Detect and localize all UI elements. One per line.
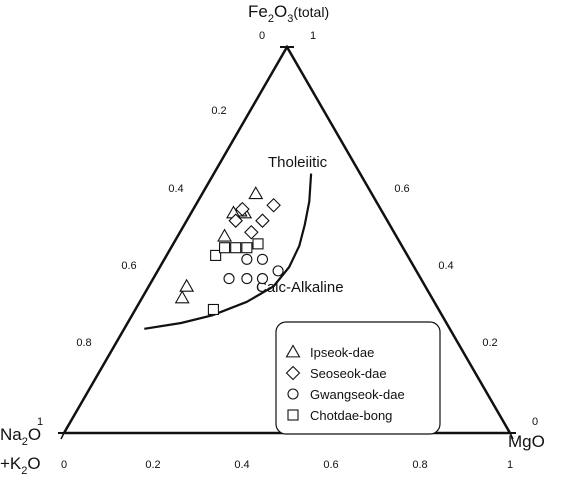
left-edge-tick-label: 0.8 xyxy=(76,337,91,349)
apex-left-tick-2 xyxy=(60,426,68,440)
left-edge-tick-label: 0.4 xyxy=(168,183,183,195)
circle-data-point xyxy=(241,253,253,265)
square-data-point xyxy=(207,303,219,316)
legend-square-marker xyxy=(287,409,299,421)
right-edge-tick-label: 0.2 xyxy=(482,337,497,349)
apex-label-left-line2: +K2O xyxy=(0,454,41,477)
left-corner-tick-label: 1 xyxy=(37,416,43,428)
bottom-tick-label: 0.6 xyxy=(323,459,338,471)
right-corner-tick-label: 0 xyxy=(532,416,538,428)
tholeiitic-label: Tholeiitic xyxy=(268,154,328,171)
triangle-data-point xyxy=(174,290,190,304)
legend-diamond-marker xyxy=(285,365,301,381)
tick-labels: 0 0.2 0.4 0.6 0.8 1 0.2 0.4 0.6 0.8 0.6 0.4 0.2 0 1 1 0 xyxy=(37,30,538,471)
bottom-tick-label: 0.8 xyxy=(412,459,427,471)
bottom-tick-label: 0.2 xyxy=(145,459,160,471)
legend-items: Ipseok-daeSeoseok-daeGwangseok-daeChotda… xyxy=(285,344,405,423)
bottom-tick-label: 0 xyxy=(61,459,67,471)
boundary-line xyxy=(144,173,313,330)
left-edge-tick-label: 0.6 xyxy=(121,260,136,272)
diamond-data-point xyxy=(244,225,259,240)
circle-data-point xyxy=(256,273,269,285)
left-edge-tick-label: 0.2 xyxy=(211,105,226,117)
diamond-data-point xyxy=(255,213,270,228)
square-data-point xyxy=(210,249,222,261)
top-left-tick-label: 0 xyxy=(259,30,265,42)
circle-data-point xyxy=(223,273,235,285)
diamond-data-point xyxy=(235,201,250,217)
triangle-data-point xyxy=(217,228,233,242)
bottom-tick-label: 1 xyxy=(507,459,513,471)
right-edge-tick-label: 0.6 xyxy=(394,183,409,195)
right-edge-tick-label: 0.4 xyxy=(438,260,453,272)
apex-label-left-line1: Na2O xyxy=(0,425,41,448)
calc-alkaline-label: Calc-Alkaline xyxy=(256,279,344,296)
circle-data-point xyxy=(272,265,284,277)
legend-label: Seoseok-dae xyxy=(310,366,387,381)
diamond-data-point xyxy=(228,213,243,228)
square-data-point xyxy=(252,238,264,250)
apex-right-tick-2 xyxy=(506,426,514,440)
legend-box xyxy=(275,321,441,435)
triangle-data-point xyxy=(179,278,195,292)
legend-triangle-marker xyxy=(285,344,301,358)
triangle-data-point xyxy=(248,186,264,200)
data-points xyxy=(174,186,284,316)
square-data-point xyxy=(241,242,253,254)
circle-data-point xyxy=(241,273,253,285)
apex-label-right: MgO xyxy=(508,432,545,451)
bottom-tick-label: 0.4 xyxy=(234,459,249,471)
top-right-tick-label: 1 xyxy=(310,30,316,42)
legend-label: Gwangseok-dae xyxy=(310,387,405,402)
square-data-point xyxy=(219,242,231,254)
square-data-point xyxy=(230,242,242,254)
apex-label-top: Fe2O3(total) xyxy=(248,2,329,25)
legend-label: Ipseok-dae xyxy=(310,345,374,360)
legend-circle-marker xyxy=(287,388,299,400)
legend-label: Chotdae-bong xyxy=(310,408,392,423)
circle-data-point xyxy=(256,253,269,265)
legend: Ipseok-daeSeoseok-daeGwangseok-daeChotda… xyxy=(275,321,441,435)
diamond-data-point xyxy=(266,197,281,213)
